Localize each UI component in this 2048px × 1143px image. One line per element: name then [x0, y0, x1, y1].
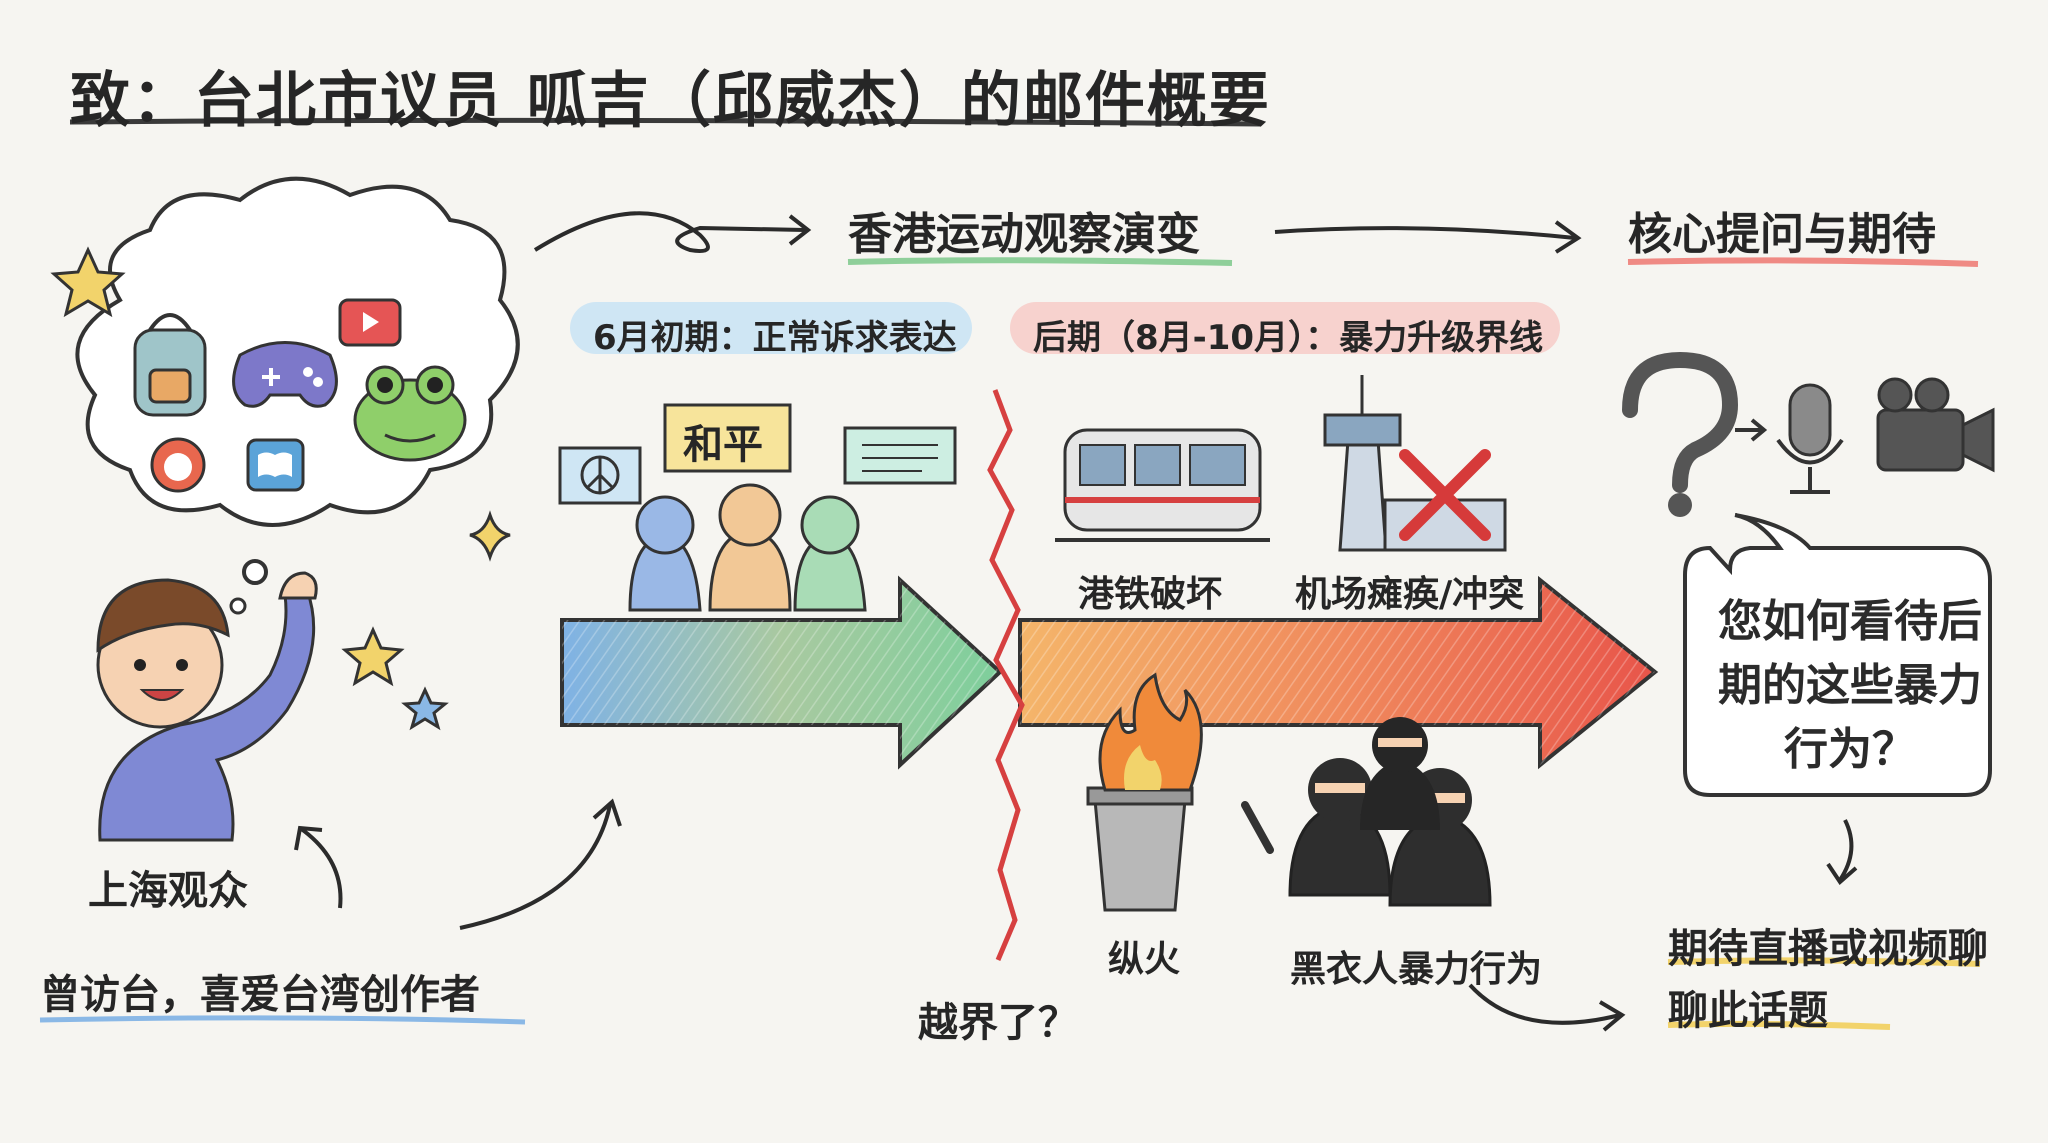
question-icon	[1622, 351, 1739, 517]
frog-icon	[353, 365, 467, 462]
peace-sign-label: 和平	[683, 422, 763, 468]
camera-icon	[1876, 377, 1995, 473]
top-arrow-2	[1274, 226, 1576, 240]
airport-label: 机场瘫痪/冲突	[1295, 574, 1525, 615]
mtr-label: 港铁破坏	[1078, 574, 1223, 615]
backpack-icon	[133, 313, 207, 417]
question-text: 您如何看待后期的这些暴力行为？	[1718, 596, 1982, 775]
late-phase-pill: 后期（8月-10月）：暴力升级界线	[1033, 318, 1544, 358]
viewer-figure	[96, 571, 318, 842]
ninja-icon	[1241, 717, 1492, 907]
crack-divider	[987, 389, 1025, 961]
microphone-icon	[1776, 383, 1844, 494]
protesters-group	[558, 403, 957, 612]
expect-text: 期待直播或视频聊聊此话题	[1668, 926, 1988, 1034]
viewer-arrow-up	[298, 826, 343, 909]
youtube-icon	[338, 298, 402, 347]
tower-icon	[1323, 375, 1507, 552]
title-underline	[69, 117, 1261, 127]
core-underline	[1627, 257, 1979, 267]
core-header: 核心提问与期待	[1628, 209, 1936, 260]
x-icon	[1399, 449, 1491, 541]
top-arrow-1	[533, 211, 806, 253]
expect-arrow	[1468, 983, 1621, 1025]
star-icon	[341, 626, 405, 687]
observation-header: 香港运动观察演变	[848, 209, 1200, 260]
viewer-note: 曾访台，喜爱台湾创作者	[40, 972, 480, 1018]
fire-trashcan-icon	[1086, 672, 1203, 912]
page-title: 致：台北市议员 呱吉（邱威杰）的邮件概要	[70, 66, 1271, 136]
star-icon	[50, 246, 126, 318]
early-phase-pill: 6月初期：正常诉求表达	[593, 318, 957, 358]
star-icon	[401, 686, 449, 731]
gamepad-icon	[232, 341, 338, 408]
blackclad-label: 黑衣人暴力行为	[1290, 949, 1543, 990]
viewer-note-underline	[39, 1015, 526, 1025]
cat-icon	[150, 437, 206, 493]
arson-label: 纵火	[1108, 939, 1181, 980]
book-icon	[246, 438, 305, 492]
train-icon	[1055, 428, 1270, 542]
viewer-label: 上海观众	[88, 868, 248, 914]
late-pill-bg	[1010, 302, 1560, 354]
observation-underline	[847, 257, 1233, 266]
sparkle-icon	[469, 510, 511, 562]
speech-bubble	[1683, 513, 1992, 797]
crossing-label: 越界了？	[918, 1000, 1078, 1046]
early-pill-bg	[570, 302, 972, 354]
viewer-arrow-right	[459, 804, 612, 930]
